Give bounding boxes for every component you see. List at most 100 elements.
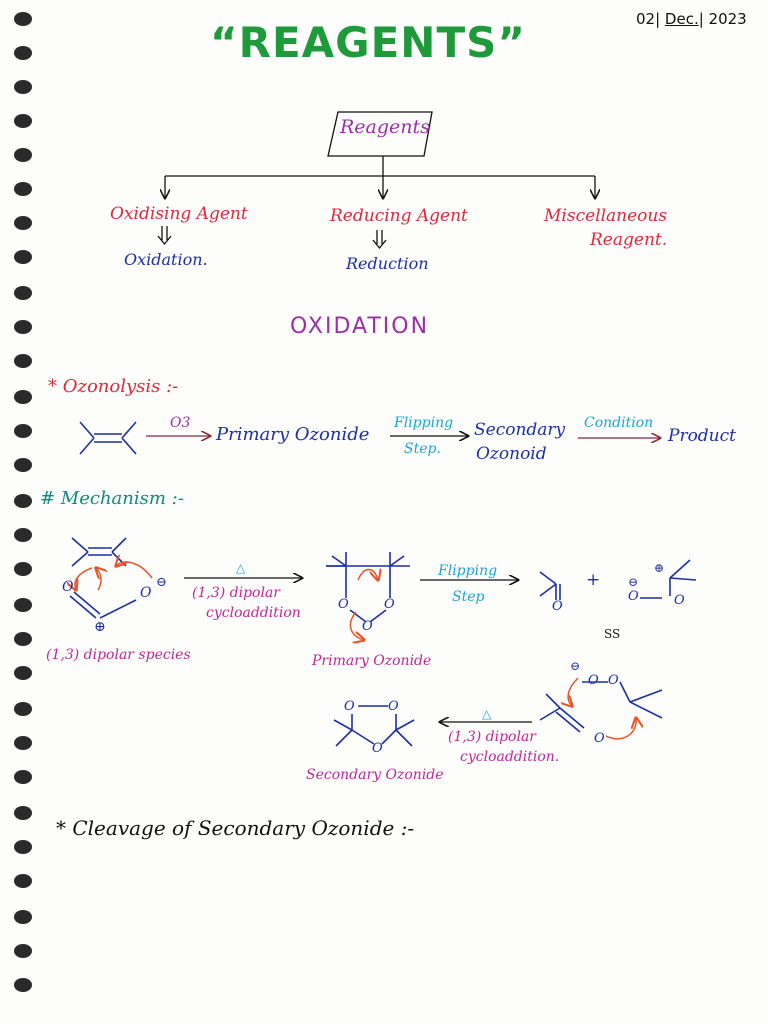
hole (14, 562, 32, 576)
step-mech-label: Step (452, 589, 485, 605)
condition-label: Condition (584, 415, 654, 431)
tree-branch-misc-sub: Reagent. (590, 230, 668, 250)
root-box (327, 111, 433, 157)
hole (14, 250, 32, 264)
hole (14, 286, 32, 300)
hole (14, 148, 32, 162)
alkene-1 (79, 421, 137, 455)
tree-connectors (157, 156, 595, 250)
mechanism-heading: # Mechanism :- (40, 488, 184, 509)
hole (14, 390, 32, 404)
hole (14, 494, 32, 508)
ss-mark: SS (604, 627, 621, 641)
hole (14, 12, 32, 26)
tree-root-label: Reagents (340, 116, 430, 138)
curly-arrows-2 (349, 570, 378, 641)
tree-branch-reducing: Reducing Agent (330, 206, 468, 226)
cleavage-heading: * Cleavage of Secondary Ozonide :- (56, 816, 415, 840)
plus-charge-2: ⊕ (654, 561, 665, 575)
tree-branch-misc: Miscellaneous (544, 206, 668, 226)
carbonyl-oxide (640, 559, 697, 599)
hole (14, 182, 32, 196)
secondary-ozonide-structure (333, 705, 415, 747)
ozone-o-right: O (140, 585, 152, 601)
delta-2: △ (482, 707, 492, 721)
hole (14, 424, 32, 438)
primary-ozonide-label: Primary Ozonide (216, 424, 370, 445)
hole (14, 702, 32, 716)
hole (14, 458, 32, 472)
dipolar-species-label: (1,3) dipolar species (46, 647, 191, 663)
date-day: 02 (636, 10, 656, 28)
secondary-label-2: Ozonoid (476, 444, 547, 464)
alkene-mech (69, 537, 137, 619)
product-label: Product (668, 426, 736, 446)
tree-branch-reduction: Reduction (346, 254, 429, 273)
cycloaddition-label-2a: (1,3) dipolar (448, 729, 536, 745)
secondary-o-bottom: O (372, 741, 383, 756)
cycloaddition-label-1a: (1,3) dipolar (192, 585, 280, 601)
secondary-label-1: Secondary (474, 420, 566, 440)
hole (14, 770, 32, 784)
pair-o-1: O (588, 673, 599, 688)
minus-charge-1: ⊖ (156, 575, 167, 590)
delta-1: △ (236, 561, 246, 575)
ozonolysis-heading: * Ozonolysis :- (48, 376, 179, 397)
carbonyl-o: O (552, 599, 563, 614)
reagent-o3: O3 (170, 415, 191, 431)
hole (14, 80, 32, 94)
primary-o-right: O (384, 597, 395, 612)
step-label: Step. (404, 441, 441, 457)
spiral-holes (14, 0, 38, 1024)
flipping-label: Flipping (394, 415, 454, 431)
hole (14, 978, 32, 992)
secondary-o-right: O (388, 699, 399, 714)
tree-branch-oxidation: Oxidation. (124, 250, 208, 269)
plus-sign: + (586, 570, 601, 590)
hole (14, 632, 32, 646)
hole (14, 944, 32, 958)
date-month: Dec. (664, 10, 699, 28)
cycloaddition-label-1b: cycloaddition (206, 605, 301, 621)
hole (14, 736, 32, 750)
minus-charge-2: ⊖ (628, 575, 639, 589)
section-heading-oxidation: OXIDATION (290, 314, 430, 339)
hole (14, 840, 32, 854)
hole (14, 354, 32, 368)
hole (14, 874, 32, 888)
ozone-o-left: O (62, 579, 74, 595)
flipping-mech-label: Flipping (438, 563, 498, 579)
hole (14, 46, 32, 60)
hole (14, 666, 32, 680)
hole (14, 806, 32, 820)
primary-o-left: O (338, 597, 349, 612)
primary-o-bottom: O (362, 619, 373, 634)
curly-arrows-3 (568, 677, 636, 740)
hole (14, 598, 32, 612)
curly-arrows-1 (75, 562, 153, 590)
page-title: “REAGENTS” (210, 18, 526, 67)
minus-charge-3: ⊖ (570, 659, 581, 673)
hole (14, 114, 32, 128)
tree-branch-oxidising: Oxidising Agent (110, 204, 248, 224)
hole (14, 528, 32, 542)
secondary-ozonide-mech-label: Secondary Ozonide (306, 767, 444, 783)
pair-o-2: O (608, 673, 619, 688)
secondary-o-left: O (344, 699, 355, 714)
date-year: 2023 (708, 10, 747, 28)
hole (14, 216, 32, 230)
primary-ozonide-mech-label: Primary Ozonide (312, 653, 432, 669)
plus-charge-1: ⊕ (94, 619, 106, 635)
oxide-o-left: O (628, 589, 639, 604)
carbonyl-product (539, 571, 561, 600)
primary-ozonide-structure (326, 552, 410, 623)
hole (14, 910, 32, 924)
date: 02| Dec.| 2023 (636, 10, 747, 28)
pair-o-3: O (594, 731, 605, 746)
carbonyl-pair (539, 681, 663, 733)
oxide-o-right: O (674, 593, 685, 608)
cycloaddition-label-2b: cycloaddition. (460, 749, 560, 765)
hole (14, 320, 32, 334)
